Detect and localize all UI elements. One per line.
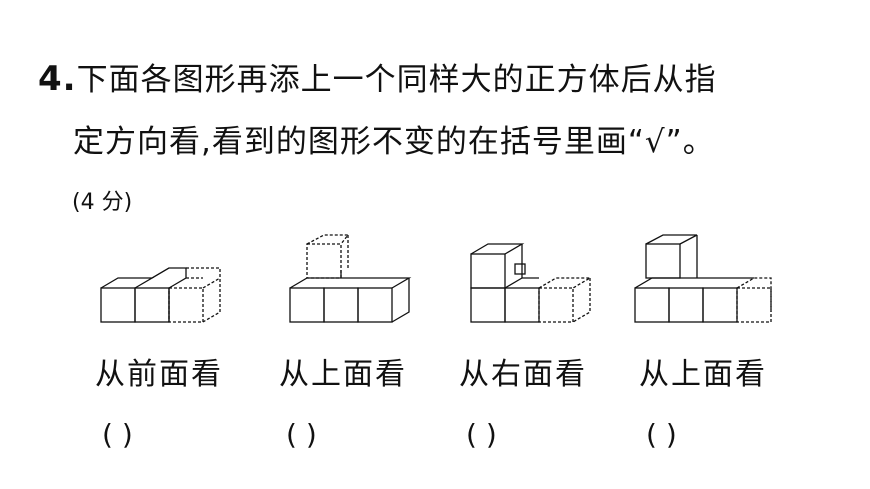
option-4-view-label: 从上面看: [639, 357, 767, 392]
score-note: (4 分): [72, 190, 133, 215]
option-4-answer-box[interactable]: ( ): [646, 418, 677, 451]
option-1-answer-box[interactable]: ( ): [102, 418, 133, 451]
figure-2-cubes: [289, 234, 412, 323]
question-line-2: 定方向看,看到的图形不变的在括号里画“√”。: [73, 124, 715, 160]
option-3-answer-box[interactable]: ( ): [466, 418, 497, 451]
figure-4-cubes: [634, 234, 772, 323]
option-2-view-label: 从上面看: [279, 357, 407, 392]
option-1-view-label: 从前面看: [95, 357, 223, 392]
question-line-1: 4.下面各图形再添上一个同样大的正方体后从指: [38, 54, 717, 99]
question-number: 4.: [38, 59, 77, 99]
option-3-view-label: 从右面看: [459, 357, 587, 392]
question-text-1: 下面各图形再添上一个同样大的正方体后从指: [76, 62, 717, 98]
option-2-answer-box[interactable]: ( ): [286, 418, 317, 451]
figure-1-cubes: [100, 267, 221, 323]
figure-3-cubes: [470, 243, 593, 323]
